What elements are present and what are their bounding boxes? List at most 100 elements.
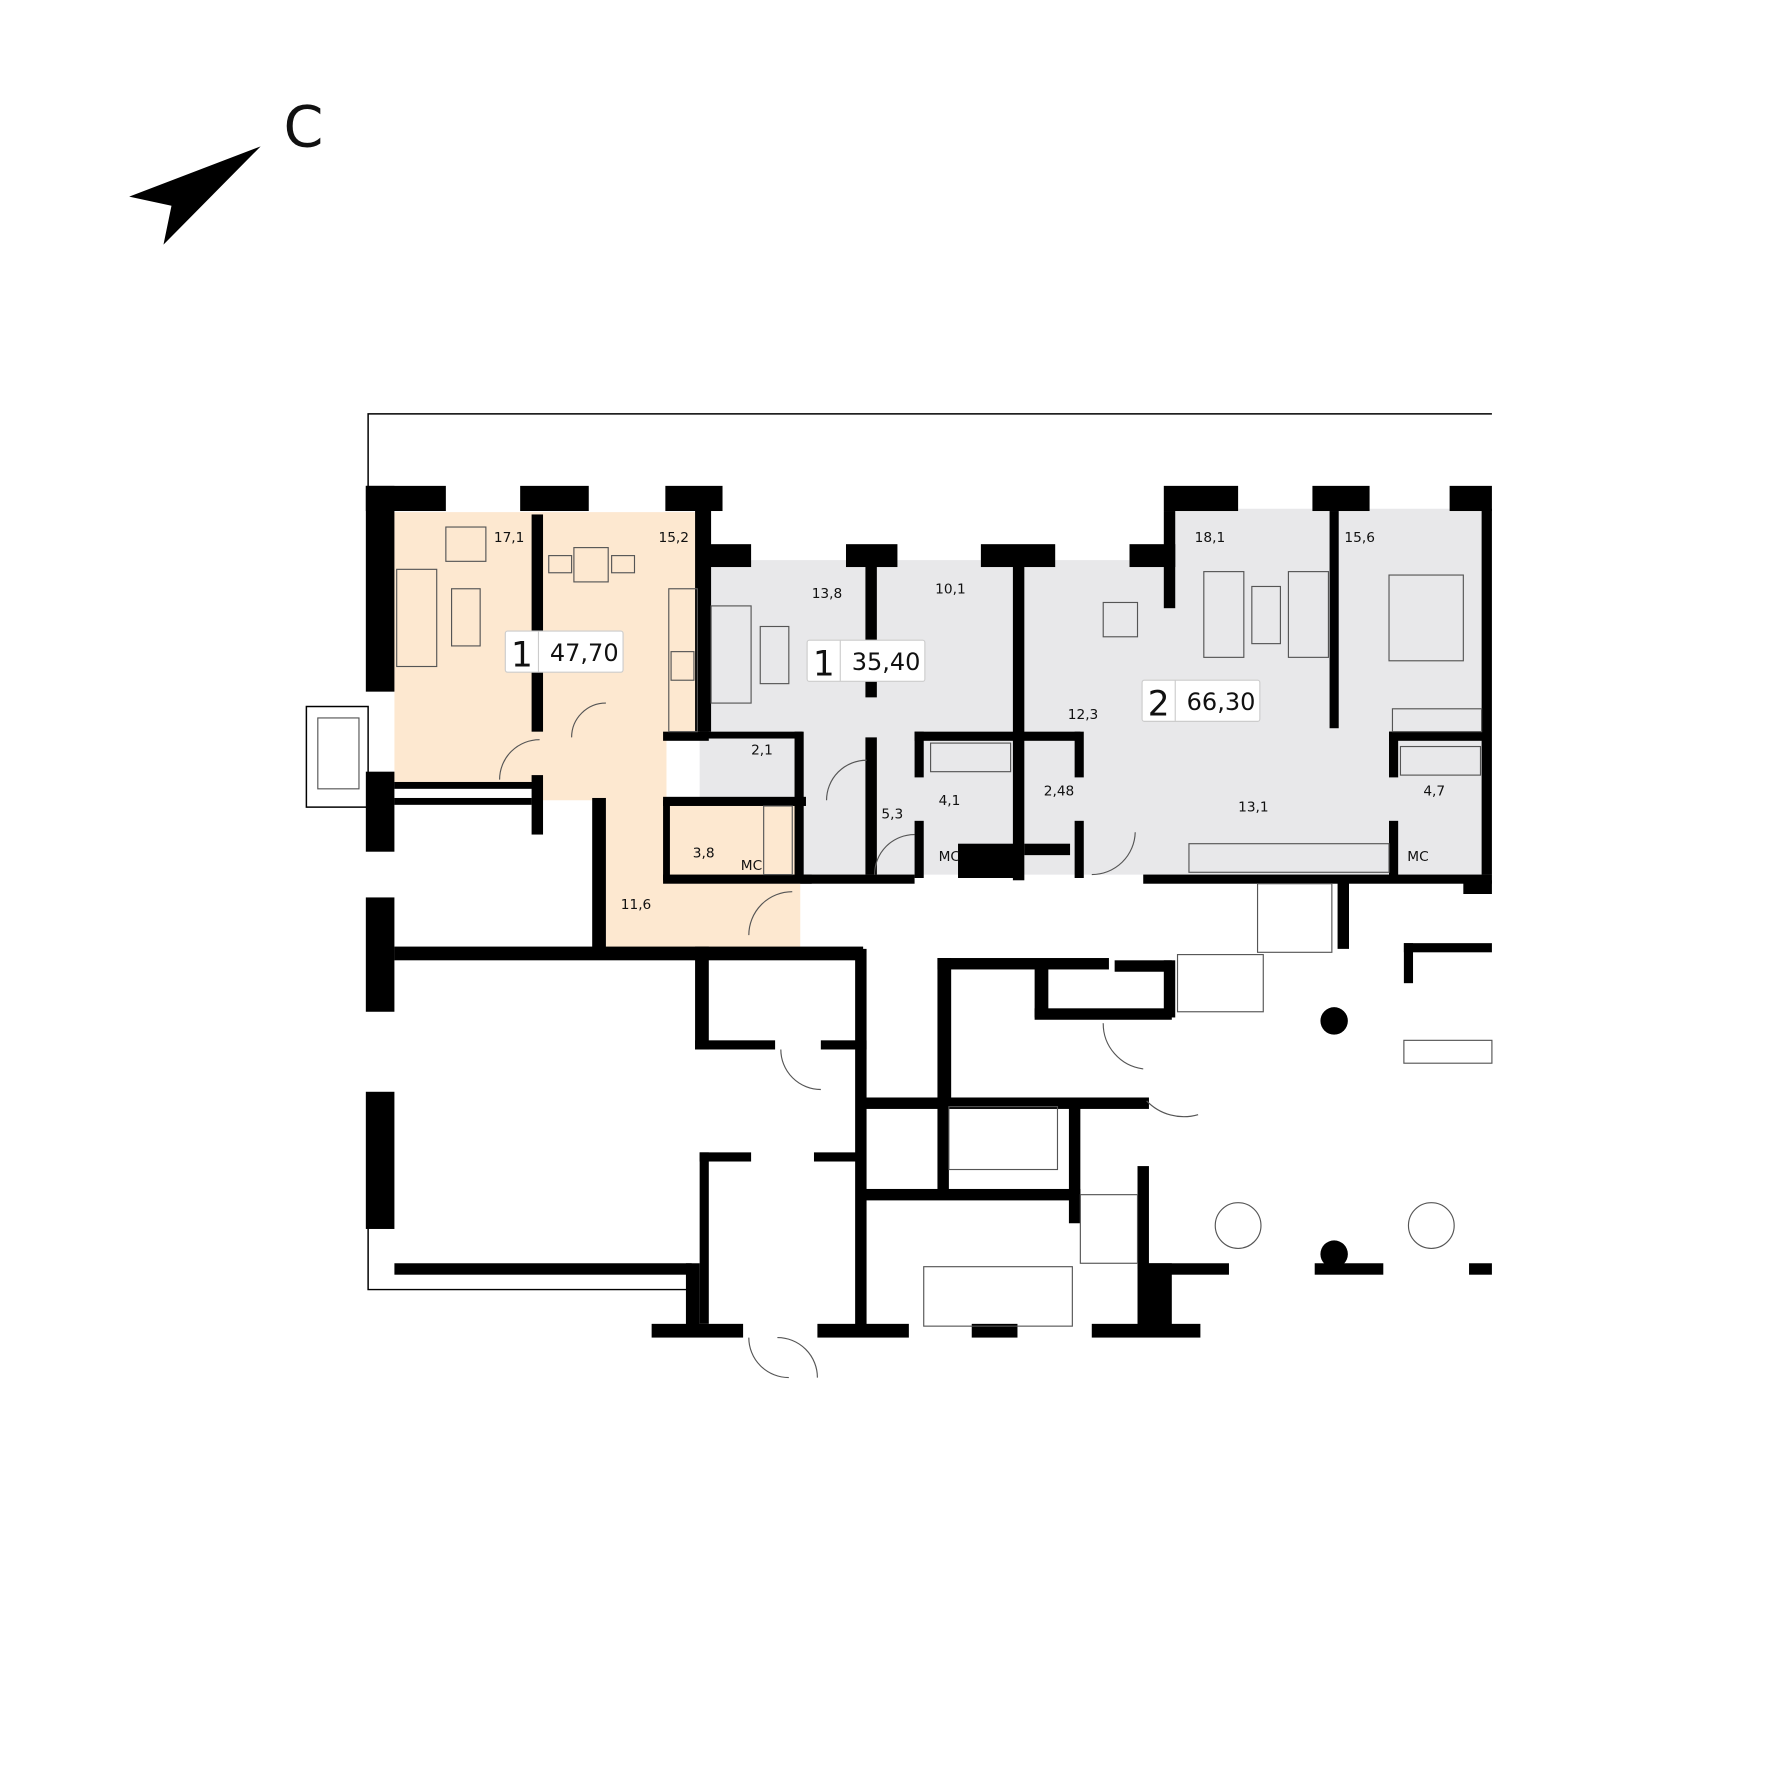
wall <box>1034 960 1049 1018</box>
wall <box>531 514 544 732</box>
wall <box>1114 960 1172 972</box>
apartment-area: 35,40 <box>852 648 921 676</box>
room-area: 18,1 <box>1195 530 1226 546</box>
badge-box <box>1141 679 1261 722</box>
wall <box>699 544 752 568</box>
wall <box>794 731 804 878</box>
room-area: 4,7 <box>1423 784 1445 800</box>
wall <box>651 1323 744 1338</box>
room-area: 3,8 <box>693 845 715 861</box>
wall <box>1074 820 1084 878</box>
badge-box <box>806 639 926 682</box>
wall <box>813 1152 860 1162</box>
apartment-fill-other <box>699 508 1487 875</box>
wall <box>865 737 877 875</box>
wall <box>1068 1097 1081 1224</box>
wall <box>365 897 395 1012</box>
furniture-item <box>396 568 438 668</box>
door-swing <box>571 702 606 738</box>
furniture-item <box>451 588 481 647</box>
wall <box>1312 485 1370 512</box>
wall <box>365 1091 395 1229</box>
wall <box>531 775 544 835</box>
wall <box>863 1188 1081 1201</box>
room-area: 15,2 <box>658 530 689 546</box>
wall <box>1148 1263 1229 1275</box>
door-swing <box>1146 1100 1199 1118</box>
mc-label: МС <box>741 858 762 874</box>
wall <box>1017 731 1081 741</box>
wall <box>1403 943 1414 984</box>
wall <box>695 1040 776 1050</box>
door-swing <box>748 891 793 936</box>
column <box>1320 1240 1348 1268</box>
wall <box>699 1152 709 1324</box>
wall <box>1463 880 1492 895</box>
wall <box>394 1263 692 1275</box>
furniture-item <box>1079 1194 1139 1264</box>
wall <box>394 946 864 961</box>
mc-label: МС <box>1407 849 1428 865</box>
door-swing <box>748 1337 789 1379</box>
compass-letter: С <box>284 94 324 160</box>
wall <box>914 820 924 878</box>
room-area: 13,8 <box>812 586 843 602</box>
wall <box>958 843 1016 878</box>
furniture-item <box>1391 708 1483 733</box>
wall <box>1012 560 1025 881</box>
wall <box>1137 1166 1149 1269</box>
furniture-item <box>611 555 636 574</box>
wall <box>855 948 867 1327</box>
room-area: 4,1 <box>939 793 961 809</box>
furniture-item <box>445 526 487 562</box>
wall <box>1074 731 1084 778</box>
furniture-item <box>1388 574 1464 662</box>
apartment-rooms: 2 <box>1148 685 1170 725</box>
wall <box>663 874 812 884</box>
wall <box>663 796 806 806</box>
wall <box>865 560 877 698</box>
balcony <box>305 705 369 808</box>
wall <box>817 1323 909 1338</box>
wall <box>1449 485 1492 512</box>
wall <box>685 1263 700 1332</box>
wall <box>394 797 532 805</box>
furniture-item <box>668 588 698 733</box>
wall <box>937 958 952 1107</box>
column <box>1214 1202 1262 1249</box>
wall <box>1034 1008 1172 1020</box>
column <box>1407 1202 1455 1249</box>
wall <box>971 1323 1018 1338</box>
wall <box>937 958 1109 970</box>
wall <box>663 800 670 881</box>
wall <box>1024 843 1071 856</box>
furniture-item <box>1102 601 1139 638</box>
wall <box>1129 544 1176 568</box>
wall <box>592 797 606 949</box>
wall <box>365 485 395 692</box>
wall <box>863 1097 1149 1109</box>
mc-label: МС <box>939 849 960 865</box>
door-swing <box>873 833 915 875</box>
furniture-item <box>930 742 1012 773</box>
wall <box>845 544 898 568</box>
compass: С <box>129 94 324 245</box>
furniture-item <box>923 1266 1073 1327</box>
wall <box>1143 874 1492 884</box>
wall <box>914 731 924 778</box>
wall <box>1389 820 1399 878</box>
furniture-item <box>1256 883 1333 953</box>
walls <box>365 485 1492 1338</box>
furniture-item <box>1399 745 1482 776</box>
furniture-item <box>948 1106 1059 1171</box>
room-area: 12,3 <box>1068 707 1099 723</box>
apartment-area: 66,30 <box>1187 688 1256 716</box>
wall <box>665 485 723 512</box>
north-arrow-icon <box>129 146 261 245</box>
door-swing <box>499 739 540 780</box>
